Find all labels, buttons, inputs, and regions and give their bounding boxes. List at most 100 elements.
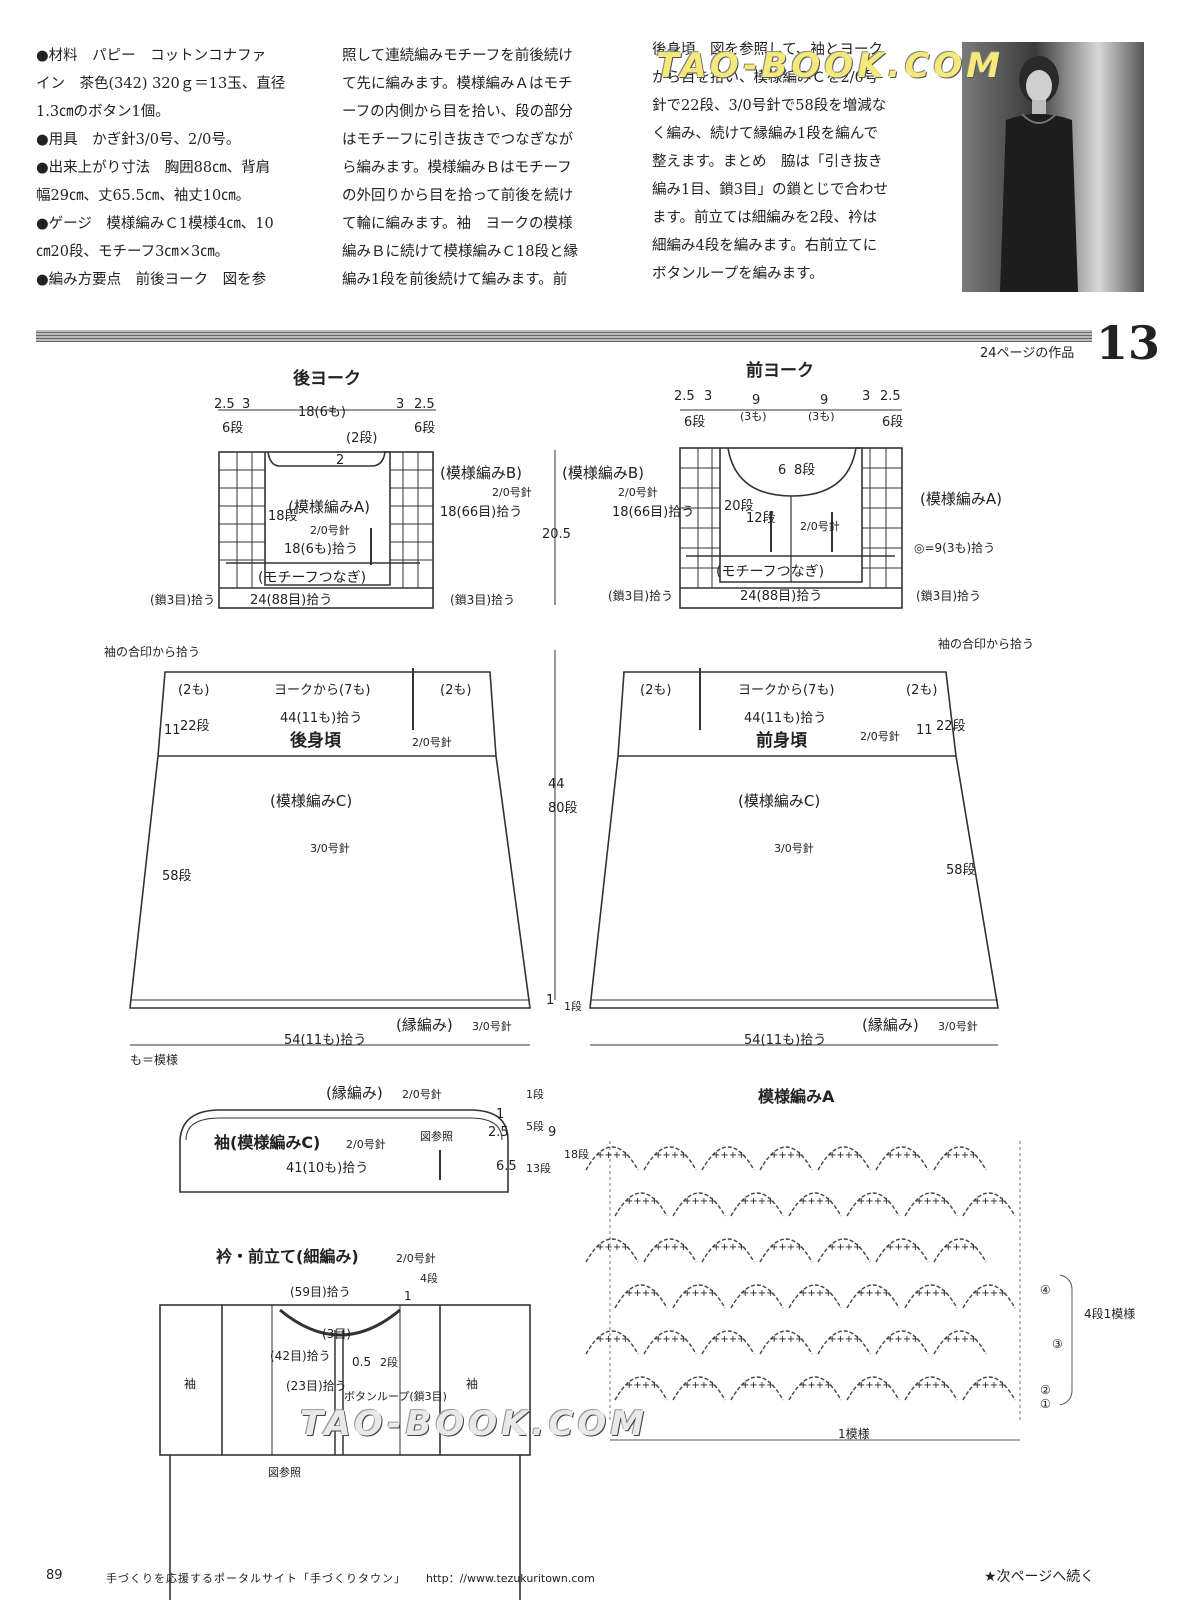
- front-body-needle-edge: 3/0号針: [938, 1019, 978, 1033]
- sleeve-rows-3: 13段: [526, 1161, 551, 1175]
- footer-url[interactable]: http：//www.tezukuritown.com: [426, 1572, 595, 1585]
- watermark-bottom: TAO-BOOK.COM: [300, 1404, 649, 1444]
- sleeve-edge: (縁編み): [326, 1084, 383, 1102]
- front-body-upper-rows: 22段: [936, 719, 966, 734]
- front-yoke-dim-8: 2.5: [880, 389, 901, 404]
- text-line: て輪に編みます。袖 ヨークの模様: [342, 216, 573, 232]
- chain-arc: [701, 1146, 755, 1171]
- chain-arc: [759, 1146, 813, 1171]
- body-length-value: 44: [548, 777, 565, 792]
- text-line: ●用具 かぎ針3/0号、2/0号。: [36, 132, 241, 148]
- text-line: 後身頃 図を参照して、袖とヨーク: [652, 42, 883, 58]
- single-crochet-marks: ++++: [886, 1242, 920, 1253]
- back-body-from-yoke: ヨークから(7も): [274, 683, 370, 698]
- front-body-sleeve-mark: 袖の合印から拾う: [938, 636, 1034, 651]
- text-line: 幅29㎝、丈65.5㎝、袖丈10㎝。: [36, 188, 251, 204]
- sleeve-dim-4: 9: [548, 1125, 556, 1140]
- front-body-upper-h: 11: [916, 723, 933, 738]
- chain-arc: [817, 1330, 871, 1355]
- back-body-shape: [129, 668, 531, 1009]
- text-line: て先に編みます。模様編みＡはモチ: [342, 76, 573, 92]
- single-crochet-marks: ++++: [886, 1334, 920, 1345]
- back-yoke-rows-left: 6段: [222, 421, 243, 436]
- single-crochet-marks: ++++: [886, 1150, 920, 1161]
- chain-arc: [875, 1238, 929, 1263]
- front-yoke-bottom: 24(88目)拾う: [740, 589, 822, 604]
- front-body-shape: [589, 668, 999, 1009]
- front-body-edge: (縁編み): [862, 1016, 919, 1034]
- front-yoke-dim-1: 2.5: [674, 389, 695, 404]
- back-yoke-neck-width: 2: [336, 453, 344, 468]
- sleeve-title: 袖(模様編みC): [214, 1133, 320, 1152]
- single-crochet-marks: ++++: [712, 1242, 746, 1253]
- single-crochet-marks: ++++: [712, 1334, 746, 1345]
- back-yoke-title: 後ヨーク: [293, 368, 361, 389]
- front-yoke-pattern-b: (模様編みB): [562, 464, 644, 482]
- sleeve-rows-4: 18段: [564, 1147, 589, 1161]
- back-body-needle-edge: 3/0号針: [472, 1019, 512, 1033]
- chain-arc: [875, 1146, 929, 1171]
- back-yoke-rows-right: 6段: [414, 421, 435, 436]
- collar-button-loop: ボタンループ(鎖3目): [344, 1389, 447, 1403]
- back-yoke-pick-a: 18(6も)拾う: [284, 542, 358, 557]
- sleeve-needle: 2/0号針: [346, 1137, 386, 1151]
- sleeve-pick: 41(10も)拾う: [286, 1161, 368, 1176]
- front-yoke-chain-right: (鎖3目)拾う: [916, 588, 981, 603]
- text-line: はモチーフに引き抜きでつなぎなが: [342, 132, 574, 148]
- back-body-needle-c: 3/0号針: [310, 841, 350, 855]
- sleeve-dim-3: 6.5: [496, 1159, 517, 1174]
- sleeve-needle-edge: 2/0号針: [402, 1087, 442, 1101]
- text-line: 編みＢに続けて模様編みＣ18段と縁: [342, 244, 578, 260]
- text-line: ●出来上がり寸法 胸囲88㎝、背肩: [36, 160, 271, 176]
- text-line: ボタンループを編みます。: [652, 266, 824, 282]
- collar-neck-pick: (59目)拾う: [290, 1284, 351, 1299]
- chain-arc: [962, 1284, 1016, 1309]
- chain-arc: [614, 1192, 668, 1217]
- single-crochet-marks: ++++: [828, 1242, 862, 1253]
- collar-title: 衿・前立て(細編み): [216, 1247, 359, 1266]
- single-crochet-marks: ++++: [654, 1334, 688, 1345]
- front-body-bottom: 54(11も)拾う: [744, 1033, 826, 1048]
- front-yoke-inner-rows: 12段: [746, 511, 776, 526]
- collar-rows-top: 4段: [420, 1271, 438, 1285]
- text-line: 1.3㎝のボタン1個。: [36, 104, 170, 120]
- chain-arc: [672, 1284, 726, 1309]
- back-yoke-neck-rows: (2段): [346, 431, 377, 446]
- front-yoke-dim-2: 3: [704, 389, 712, 404]
- yoke-height: 20.5: [542, 527, 571, 542]
- chain-arc: [904, 1284, 958, 1309]
- chain-arc: [962, 1376, 1016, 1401]
- front-yoke-dim-4: (3も): [740, 410, 767, 423]
- text-line: 針で22段、3/0号針で58段を増減な: [652, 98, 887, 114]
- single-crochet-marks: ++++: [828, 1334, 862, 1345]
- work-page-label: 24ページの作品: [980, 346, 1075, 361]
- chain-arc: [701, 1238, 755, 1263]
- sleeve-ref: 図参照: [420, 1129, 453, 1143]
- front-yoke-dim-3: 9: [752, 393, 760, 408]
- front-yoke-dim-6: (3も): [808, 410, 835, 423]
- front-yoke-needle-a: 2/0号針: [800, 519, 840, 533]
- collar-loop-pick: (23目)拾う: [286, 1378, 347, 1393]
- text-column-instructions-2: 後身頃 図を参照して、袖とヨークから目を拾い、模様編みＣを2/0号針で22段、3…: [652, 36, 942, 288]
- single-crochet-marks: ++++: [828, 1150, 862, 1161]
- chain-arc: [585, 1146, 639, 1171]
- back-yoke-dim-4: 3: [396, 397, 404, 412]
- chain-arc: [933, 1330, 987, 1355]
- front-body-pick44: 44(11も)拾う: [744, 711, 826, 726]
- front-yoke-rows-left: 6段: [684, 415, 705, 430]
- text-line: 編み1目、鎖3目」の鎖とじで合わせ: [652, 182, 888, 198]
- front-body-right-2: (2も): [906, 683, 937, 698]
- sleeve-dim-1: 1: [496, 1107, 504, 1122]
- chain-arc: [904, 1192, 958, 1217]
- back-yoke-needle-a: 2/0号針: [310, 523, 350, 537]
- back-body-pattern-c: (模様編みC): [270, 792, 352, 810]
- back-yoke-pattern-a: (模様編みA): [288, 498, 370, 516]
- page-number: 89: [46, 1568, 63, 1583]
- legend-mo: も＝模様: [130, 1053, 178, 1067]
- front-body-title: 前身頃: [756, 730, 808, 751]
- single-crochet-marks: ++++: [973, 1196, 1007, 1207]
- chain-arc: [672, 1376, 726, 1401]
- single-crochet-marks: ++++: [770, 1242, 804, 1253]
- back-body-pick44: 44(11も)拾う: [280, 711, 362, 726]
- chain-arc: [788, 1284, 842, 1309]
